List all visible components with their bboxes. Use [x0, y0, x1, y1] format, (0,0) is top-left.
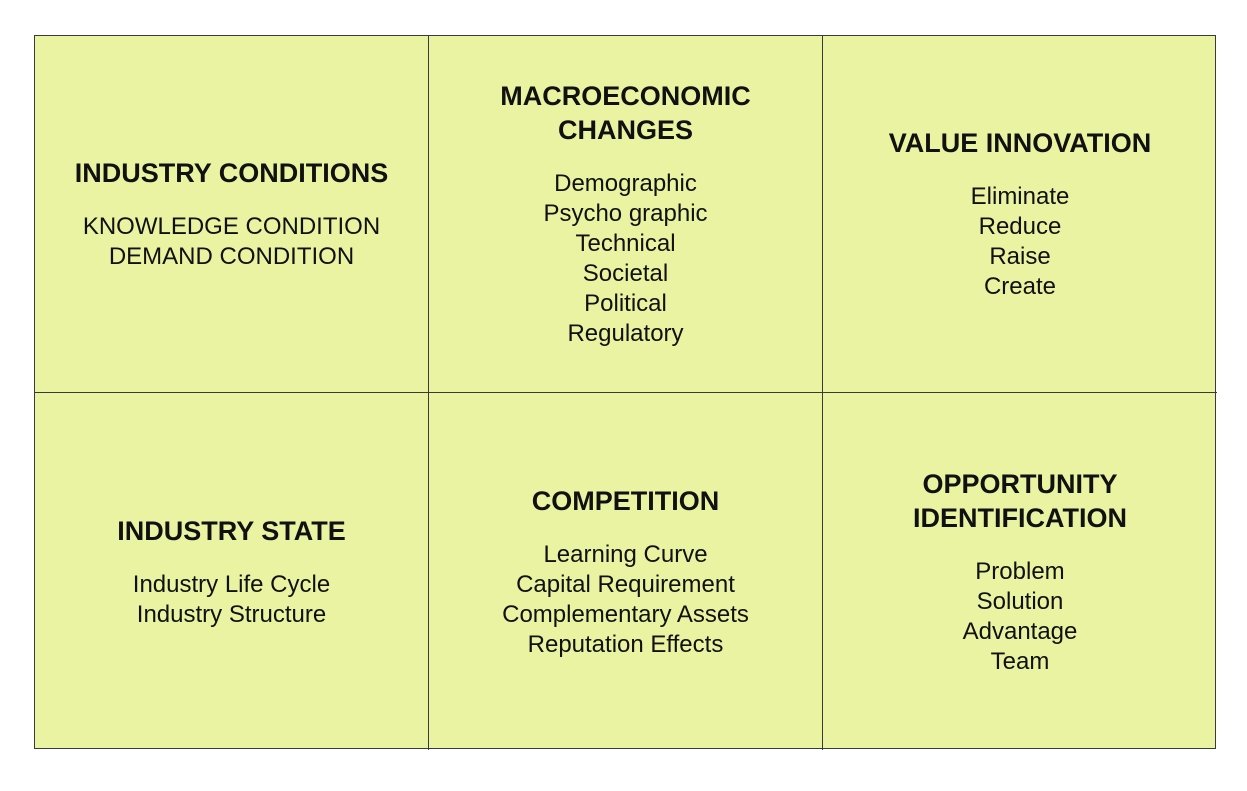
cell-item-list: Learning Curve Capital Requirement Compl… [502, 540, 749, 660]
cell-industry-conditions: INDUSTRY CONDITIONS KNOWLEDGE CONDITION … [35, 36, 429, 393]
cell-item-list: Problem Solution Advantage Team [963, 557, 1078, 677]
list-item: Capital Requirement [516, 570, 735, 598]
list-item: Psycho graphic [543, 200, 708, 227]
cell-macroeconomic-changes: MACROECONOMIC CHANGES Demographic Psycho… [429, 36, 823, 393]
list-item: Reputation Effects [527, 630, 724, 658]
cell-title: COMPETITION [531, 485, 720, 516]
list-item: Complementary Assets [502, 600, 749, 628]
list-item: Societal [582, 260, 669, 287]
list-item: Solution [976, 587, 1064, 615]
cell-item-list: Eliminate Reduce Raise Create [971, 182, 1070, 302]
cell-title: INDUSTRY STATE [117, 515, 346, 546]
list-item: Regulatory [567, 320, 684, 347]
list-item: Reduce [978, 213, 1062, 240]
cell-opportunity-identification: OPPORTUNITY IDENTIFICATION Problem Solut… [823, 393, 1217, 750]
list-item: Learning Curve [543, 540, 708, 568]
cell-industry-state: INDUSTRY STATE Industry Life Cycle Indus… [35, 393, 429, 750]
cell-competition: COMPETITION Learning Curve Capital Requi… [429, 393, 823, 750]
cell-item-list: Industry Life Cycle Industry Structure [133, 570, 330, 630]
cell-title: INDUSTRY CONDITIONS [74, 158, 389, 188]
cell-title: MACROECONOMIC CHANGES [500, 81, 751, 145]
list-item: Technical [575, 230, 676, 257]
list-item: Political [584, 290, 667, 317]
cell-title: OPPORTUNITY IDENTIFICATION [913, 468, 1127, 533]
list-item: Problem [975, 557, 1065, 585]
list-item: Industry Structure [136, 600, 327, 628]
list-item: Industry Life Cycle [132, 570, 331, 598]
list-item: Create [983, 273, 1057, 300]
cell-item-list: Demographic Psycho graphic Technical Soc… [543, 169, 707, 349]
list-item: DEMAND CONDITION [108, 243, 355, 270]
cell-title: VALUE INNOVATION [888, 128, 1152, 158]
list-item: Eliminate [970, 183, 1070, 210]
list-item: Team [990, 647, 1050, 675]
cell-value-innovation: VALUE INNOVATION Eliminate Reduce Raise … [823, 36, 1217, 393]
list-item: Demographic [554, 170, 697, 197]
list-item: Advantage [962, 617, 1078, 645]
list-item: Raise [989, 243, 1051, 270]
list-item: KNOWLEDGE CONDITION [82, 213, 381, 240]
opportunity-framework-grid: INDUSTRY CONDITIONS KNOWLEDGE CONDITION … [34, 35, 1217, 750]
cell-item-list: KNOWLEDGE CONDITION DEMAND CONDITION [83, 212, 380, 272]
